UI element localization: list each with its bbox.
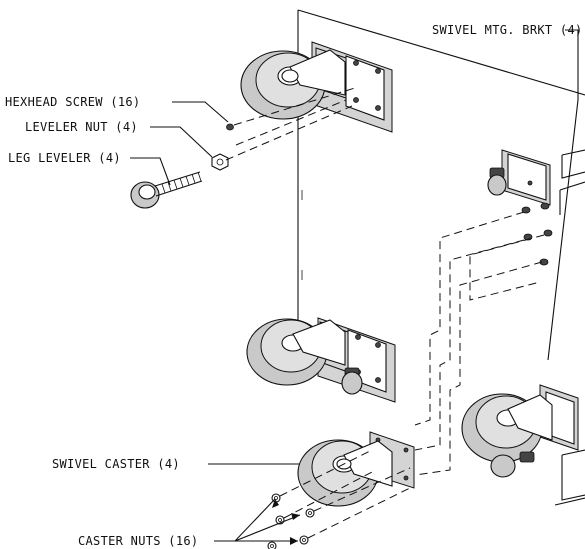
hexhead-screws-right <box>521 202 553 266</box>
label-swivel-caster: SWIVEL CASTER (4) <box>52 457 180 471</box>
assembly-lines <box>225 87 545 539</box>
label-leg-leveler: LEG LEVELER (4) <box>8 151 121 165</box>
hexhead-screw <box>226 123 234 131</box>
swivel-mtg-bracket-right <box>487 149 551 206</box>
swivel-caster-lower-right <box>461 384 579 478</box>
leveler-nut <box>211 153 229 171</box>
label-leveler-nut: LEVELER NUT (4) <box>25 120 138 134</box>
label-swivel-mtg-brkt: SWIVEL MTG. BRKT (4) <box>432 23 583 37</box>
leg-leveler <box>130 171 203 209</box>
swivel-caster-top-left <box>240 41 393 133</box>
leader-lines <box>130 29 579 545</box>
label-caster-nuts: CASTER NUTS (16) <box>78 534 198 548</box>
label-hexhead-screw: HEXHEAD SCREW (16) <box>5 95 140 109</box>
swivel-caster-lower-left <box>246 317 396 403</box>
